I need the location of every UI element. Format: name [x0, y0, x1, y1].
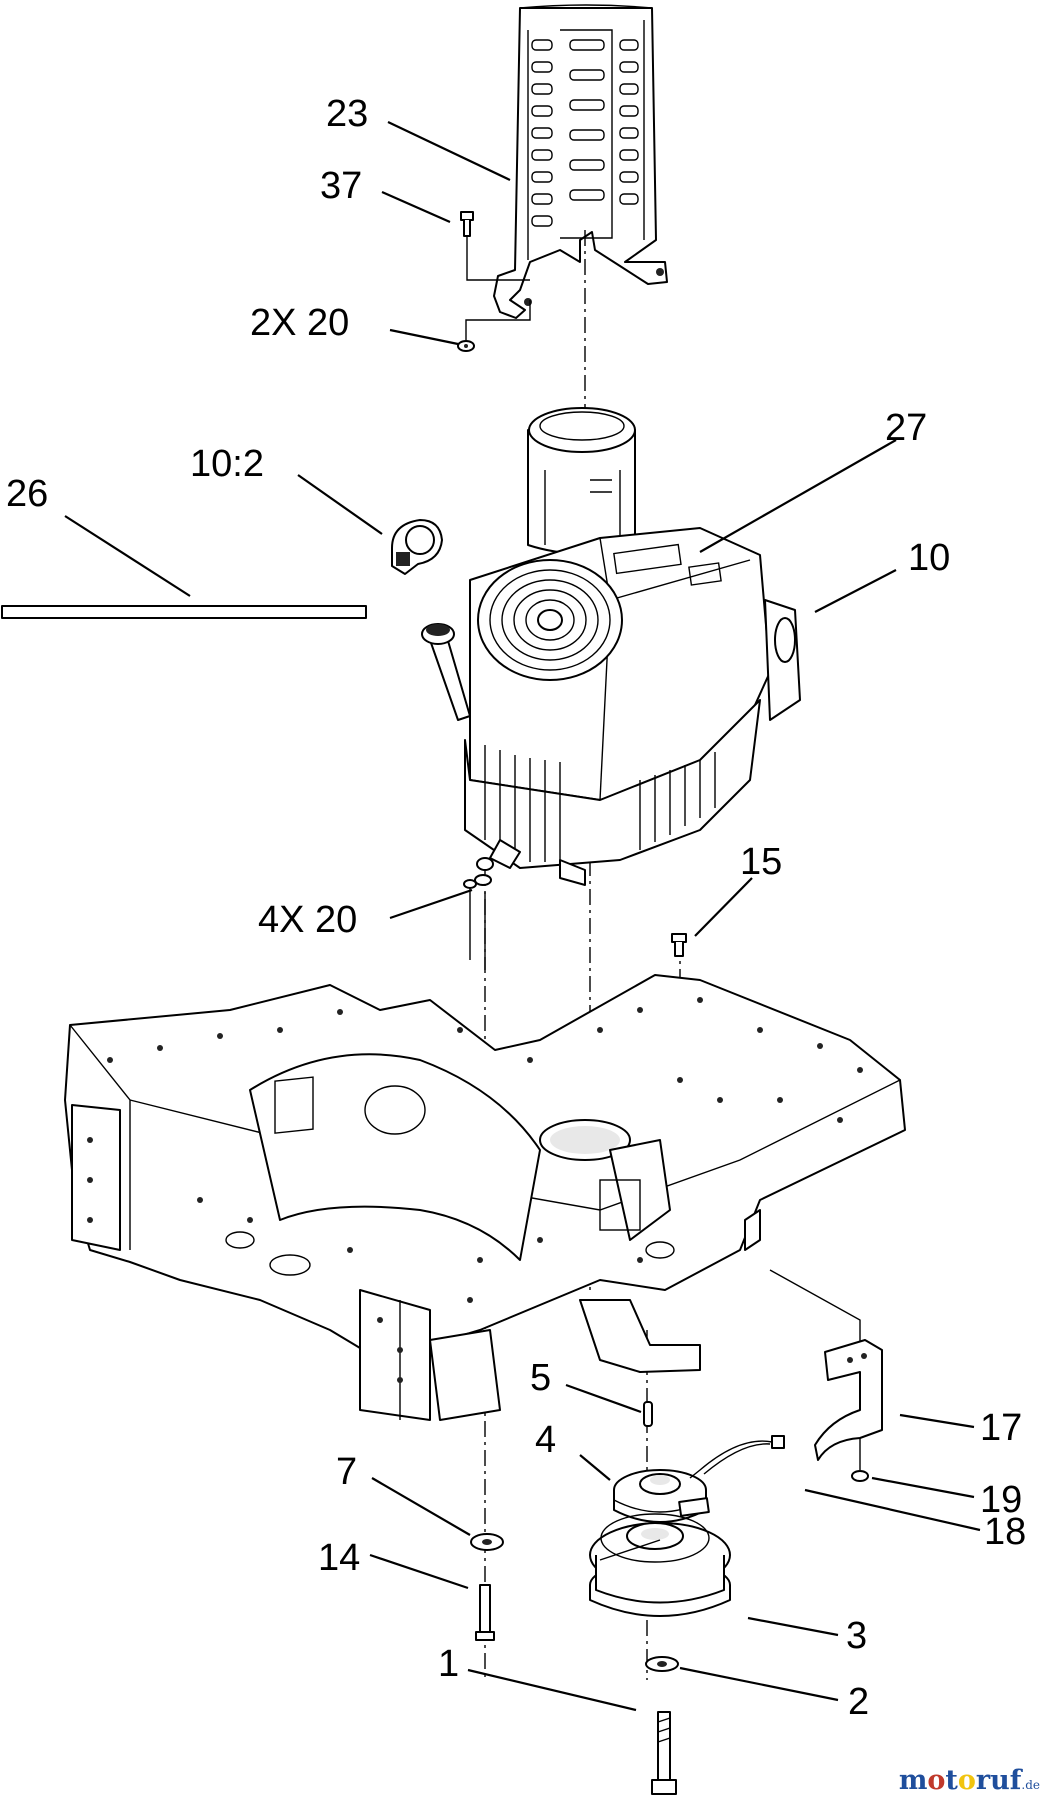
callout-4: 4: [535, 1419, 556, 1461]
callout-19: 19: [980, 1479, 1022, 1521]
callout-2: 2: [848, 1681, 869, 1723]
callout-23: 23: [326, 93, 368, 135]
callout-3: 3: [846, 1615, 867, 1657]
clamp-part-10-2: [391, 519, 443, 575]
connector-part-18: [689, 1435, 785, 1479]
bolt-part-1: [651, 1711, 677, 1795]
callout-26: 26: [6, 473, 48, 515]
clutch-part-3: [589, 1497, 731, 1617]
callout-37: 37: [320, 165, 362, 207]
engine-part-27: [421, 407, 801, 886]
shroud-part-23: [493, 4, 668, 319]
frame-holes: [87, 997, 863, 1383]
washer-part-7: [470, 1533, 504, 1551]
callout-2x20: 2X 20: [250, 302, 349, 344]
bolt-part-15: [671, 933, 687, 957]
callout-14: 14: [318, 1537, 360, 1579]
callout-5: 5: [530, 1357, 551, 1399]
bolt-part-37: [460, 211, 530, 281]
leader-lines: [64, 121, 981, 1712]
guard-part-17: [769, 1269, 883, 1461]
callout-27: 27: [885, 407, 927, 449]
callout-17: 17: [980, 1407, 1022, 1449]
shroud-vents: [531, 39, 639, 227]
watermark-logo: motoruf.de: [898, 1765, 1040, 1796]
callout-15: 15: [740, 841, 782, 883]
nuts-part-20-bottom: [463, 857, 494, 970]
key-part-5: [643, 1401, 653, 1427]
callout-4x20: 4X 20: [258, 899, 357, 941]
callout-1: 1: [438, 1643, 459, 1685]
callout-18: 18: [984, 1511, 1026, 1553]
frame-chassis: [64, 974, 906, 1421]
callout-7: 7: [336, 1451, 357, 1493]
rod-part-26: [1, 605, 367, 619]
bolt-part-14: [475, 1584, 495, 1641]
callout-10: 10: [908, 537, 950, 579]
callout-10-2: 10:2: [190, 443, 264, 485]
nut-part-19: [851, 1438, 869, 1482]
washer-part-2: [645, 1656, 679, 1672]
nut-part-20-top: [457, 300, 531, 352]
callout-labels: 23 37 2X 20 27 10:2 26 10 15 4X 20 5 4 7…: [6, 93, 1026, 1723]
